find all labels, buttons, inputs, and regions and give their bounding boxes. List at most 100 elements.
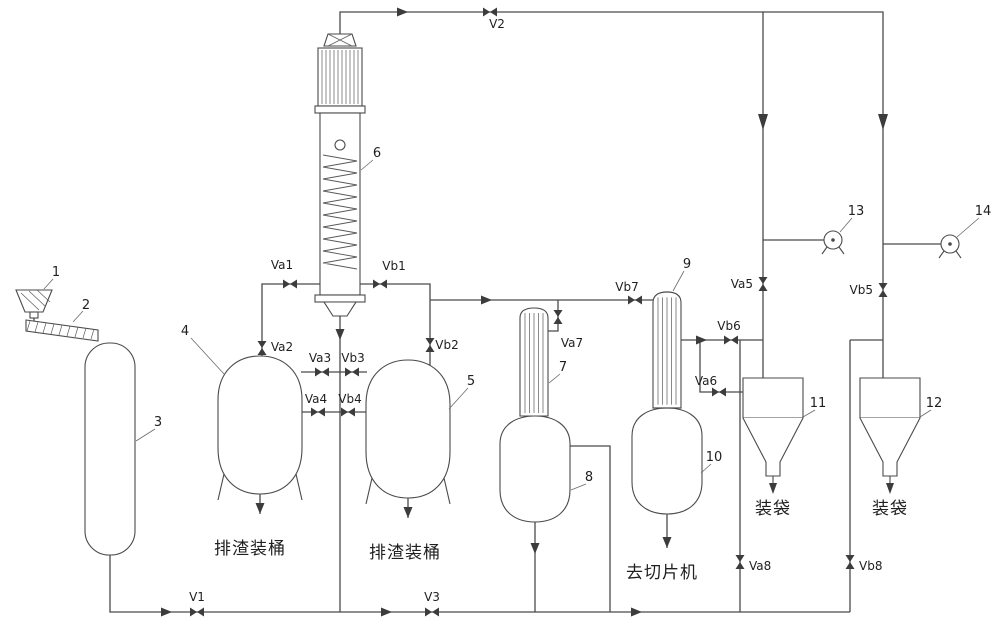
flow-arrow-icon bbox=[631, 607, 642, 617]
reactor-4 bbox=[217, 355, 303, 501]
valve-va2: Va2 bbox=[257, 340, 293, 355]
valve-label: Vb1 bbox=[382, 259, 405, 273]
valves-group: V2 Va1 Vb1 Va2 Va3 Vb3 Vb2 Va4 bbox=[189, 7, 888, 617]
flow-arrow-icon bbox=[397, 7, 408, 17]
distillation-column-6 bbox=[314, 33, 366, 317]
valve-icon bbox=[190, 607, 204, 617]
flow-arrow-icon bbox=[161, 607, 172, 617]
pipe-top-header bbox=[339, 11, 884, 378]
vessel-8 bbox=[499, 415, 571, 523]
valve-icon bbox=[712, 387, 726, 397]
pipe-riser-left bbox=[261, 283, 322, 357]
valve-label: Vb7 bbox=[615, 280, 638, 294]
piping-network bbox=[33, 11, 941, 613]
valve-label: Vb5 bbox=[850, 283, 873, 297]
flow-arrow-icon bbox=[878, 114, 888, 130]
slag-barrel-label-2: 排渣装桶 bbox=[369, 543, 441, 563]
pipe-vessel8-side bbox=[570, 445, 611, 612]
valve-icon bbox=[373, 279, 387, 289]
equipment-number: 7 bbox=[559, 360, 567, 375]
valve-va7: Va7 bbox=[553, 310, 583, 350]
valve-va1: Va1 bbox=[271, 258, 297, 289]
valve-label: Va7 bbox=[561, 336, 583, 350]
valve-label: Va3 bbox=[309, 351, 331, 365]
flow-arrow-icon bbox=[530, 543, 540, 554]
pipe-bottom-header bbox=[109, 555, 850, 613]
valve-icon bbox=[735, 555, 745, 569]
cyclone-12 bbox=[859, 377, 921, 495]
valve-icon bbox=[425, 338, 435, 352]
valve-label: V3 bbox=[424, 590, 440, 604]
cyclone-11 bbox=[742, 377, 804, 495]
slag-barrel-label-1: 排渣装桶 bbox=[214, 539, 286, 559]
flow-arrow-icon bbox=[403, 507, 413, 518]
equipment-number: 12 bbox=[926, 396, 943, 411]
valve-label: Vb3 bbox=[341, 351, 364, 365]
valve-label: Va8 bbox=[749, 559, 771, 573]
valve-vb1: Vb1 bbox=[373, 259, 406, 289]
valve-vb4: Vb4 bbox=[338, 392, 362, 417]
valve-label: V2 bbox=[489, 17, 505, 31]
screw-conveyor-2 bbox=[25, 319, 99, 342]
valve-vb2: Vb2 bbox=[425, 338, 459, 352]
equipment-group bbox=[15, 33, 962, 556]
valve-icon bbox=[425, 607, 439, 617]
valve-icon bbox=[341, 407, 355, 417]
valve-label: Va4 bbox=[305, 392, 327, 406]
equipment-number: 8 bbox=[585, 470, 593, 485]
vessel-10 bbox=[631, 407, 703, 515]
valve-v2: V2 bbox=[483, 7, 505, 31]
flow-arrow-icon bbox=[758, 114, 768, 130]
vacuum-pump-14 bbox=[938, 234, 962, 259]
packed-column-9 bbox=[652, 291, 682, 409]
valve-v3: V3 bbox=[424, 590, 440, 617]
valve-label: Vb4 bbox=[338, 392, 361, 406]
valve-label: Vb6 bbox=[717, 319, 740, 333]
valve-label: V1 bbox=[189, 590, 205, 604]
equipment-labels: 1 2 3 4 5 6 7 8 9 10 11 12 13 14 bbox=[43, 146, 992, 491]
valve-label: Vb8 bbox=[859, 559, 882, 573]
valve-vb6: Vb6 bbox=[717, 319, 741, 345]
valve-label: Va2 bbox=[271, 340, 293, 354]
equipment-number: 9 bbox=[683, 257, 691, 272]
text-annotations: 排渣装桶 排渣装桶 去切片机 装袋 装袋 bbox=[214, 499, 908, 583]
valve-label: Va6 bbox=[695, 374, 717, 388]
to-slicer-label: 去切片机 bbox=[626, 563, 698, 583]
pipe-va7-branch bbox=[548, 300, 559, 332]
valve-va3: Va3 bbox=[309, 351, 331, 377]
valve-label: Va1 bbox=[271, 258, 293, 272]
vacuum-pump-13 bbox=[821, 230, 845, 255]
equipment-number: 3 bbox=[154, 415, 162, 430]
equipment-number: 5 bbox=[467, 374, 475, 389]
valve-icon bbox=[845, 555, 855, 569]
equipment-number: 2 bbox=[82, 298, 90, 313]
valve-icon bbox=[758, 277, 768, 291]
equipment-number: 1 bbox=[52, 265, 60, 280]
valve-icon bbox=[257, 341, 267, 355]
flow-arrow-icon bbox=[381, 607, 392, 617]
pipe-va6-branch bbox=[699, 340, 743, 393]
flow-arrow-icon bbox=[481, 295, 492, 305]
valve-v1: V1 bbox=[189, 590, 205, 617]
equipment-number: 11 bbox=[810, 396, 827, 411]
valve-va5: Va5 bbox=[731, 277, 768, 291]
bagging-label-2: 装袋 bbox=[872, 499, 908, 519]
feed-tank-3 bbox=[84, 342, 136, 556]
valve-label: Va5 bbox=[731, 277, 753, 291]
valve-vb7: Vb7 bbox=[615, 280, 642, 305]
equipment-number: 10 bbox=[706, 450, 723, 465]
reactor-5 bbox=[365, 359, 451, 505]
equipment-number: 14 bbox=[975, 204, 992, 219]
flow-arrow-icon bbox=[335, 329, 345, 340]
valve-icon bbox=[345, 367, 359, 377]
valve-label: Vb2 bbox=[435, 338, 458, 352]
valve-icon bbox=[315, 367, 329, 377]
valve-icon bbox=[878, 283, 888, 297]
valve-va6: Va6 bbox=[695, 374, 726, 397]
flow-arrow-icon bbox=[696, 335, 707, 345]
flow-arrow-icon bbox=[255, 503, 265, 514]
valve-icon bbox=[311, 407, 325, 417]
equipment-number: 4 bbox=[181, 324, 189, 339]
flow-arrow-icon bbox=[662, 537, 672, 548]
